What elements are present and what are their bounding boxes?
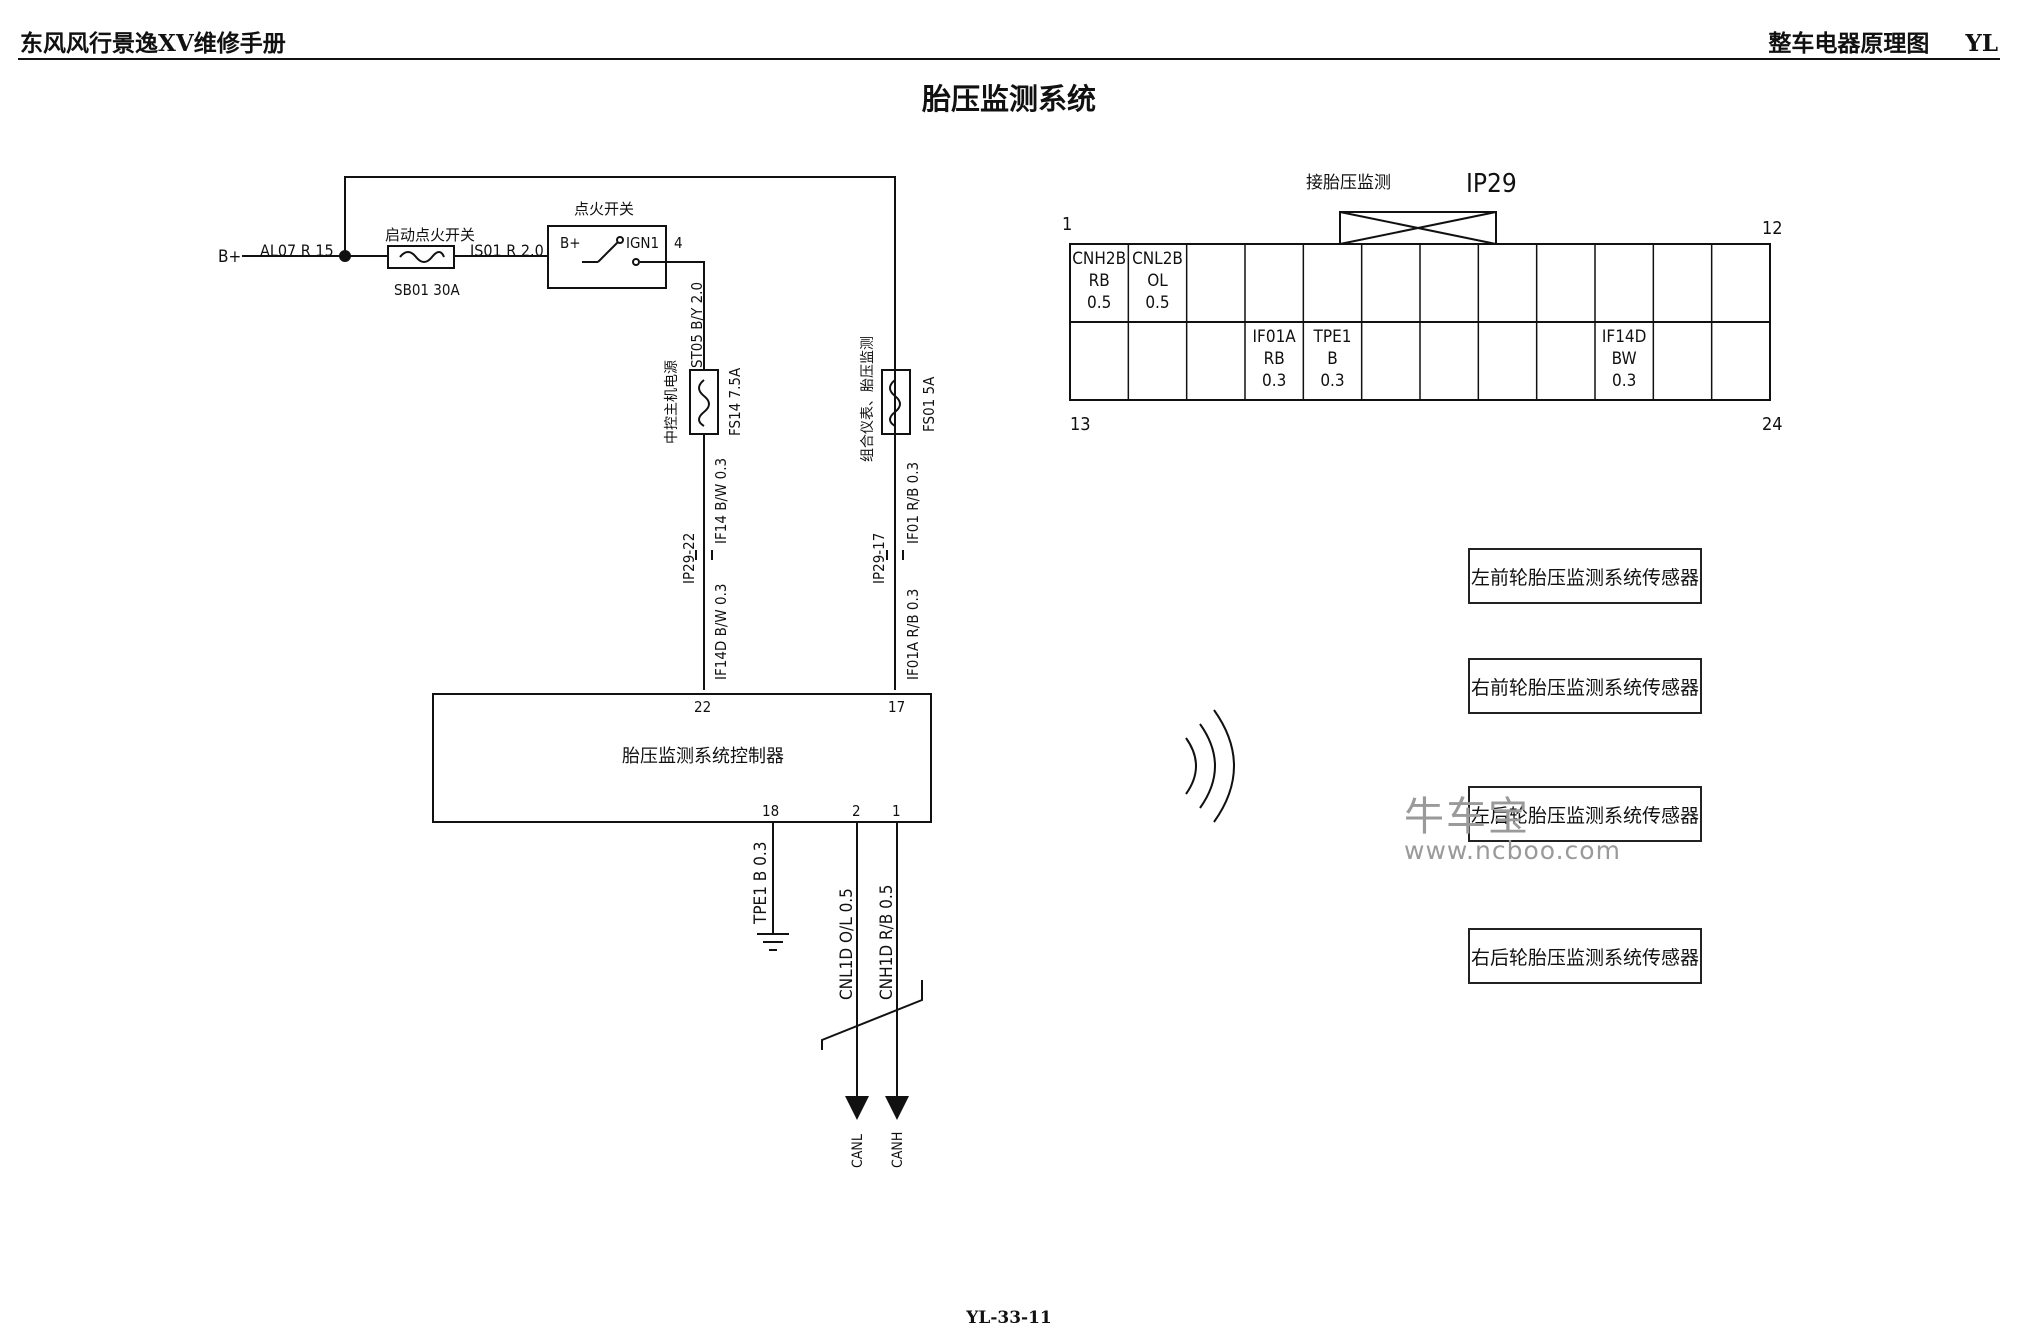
sensor-left-front: 左前轮胎压监测系统传感器 (1468, 548, 1702, 604)
left-fuse-id: FS14 7.5A (726, 367, 744, 436)
watermark-logo: 牛车宝 (1404, 794, 1530, 840)
sensor-left-rear: 左后轮胎压监测系统传感器 (1468, 786, 1702, 842)
ip29-cell-text: RB (1264, 349, 1285, 369)
controller-box (432, 693, 932, 823)
ip29-cell-text: 0.3 (1262, 371, 1286, 391)
left-wire-upper-label: IF14 B/W 0.3 (712, 458, 730, 544)
fuse-fs14-symbol (689, 369, 719, 435)
ip29-cell-text: B (1327, 349, 1338, 369)
switch-pin-label: 4 (674, 234, 683, 252)
switch-ign-label: IGN1 (626, 234, 659, 252)
right-wire-lower-label: IF01A R/B 0.3 (904, 589, 922, 680)
switch-label: 点火开关 (574, 200, 634, 218)
ignition-switch-symbol (547, 225, 667, 289)
ip29-cell-text: 0.3 (1612, 371, 1636, 391)
main-fuse-symbol (387, 245, 455, 269)
controller-pin-18: 18 (762, 802, 779, 820)
fuse-fs01-symbol (881, 369, 911, 435)
twisted-pair-mark (821, 980, 923, 1050)
ip29-cell-text: RB (1089, 271, 1110, 291)
page-title: 胎压监测系统 (921, 82, 1096, 116)
section-title: 整车电器原理图 (1768, 30, 1930, 57)
ip29-cell-text: BW (1612, 349, 1637, 369)
ip29-pin-24: 24 (1762, 414, 1783, 435)
switch-out-wire (666, 261, 705, 370)
main-fuse-id: SB01 30A (394, 281, 460, 299)
battery-label: B+ (218, 247, 241, 267)
main-fuse-desc: 启动点火开关 (385, 226, 475, 244)
right-fuse-desc: 组合仪表、胎压监测 (860, 336, 876, 462)
left-connector-label: IP29-22 (680, 533, 698, 584)
controller-label: 胎压监测系统控制器 (622, 746, 784, 767)
canl-label: CANL (850, 1134, 866, 1168)
controller-pin-2: 2 (852, 802, 861, 820)
left-fuse-desc: 中控主机电源 (664, 360, 680, 444)
ip29-cell-text: OL (1147, 271, 1168, 291)
can-high-wire-label: CNH1D R/B 0.5 (877, 885, 897, 1000)
junction-dot (339, 250, 351, 262)
right-connector-label: IP29-17 (870, 533, 888, 584)
sensor-right-front: 右前轮胎压监测系统传感器 (1468, 658, 1702, 714)
canl-arrow-icon (845, 1096, 869, 1120)
ip29-cell-text: 0.5 (1145, 293, 1169, 313)
page-number: YL-33-11 (966, 1308, 1052, 1328)
ip29-pin-12: 12 (1762, 218, 1783, 239)
ip29-cell-text: 0.3 (1320, 371, 1344, 391)
wireless-signal-icon (1185, 709, 1235, 823)
ip29-cell-text: IF01A (1253, 327, 1297, 347)
feed-loop-wire (344, 176, 896, 690)
can-low-wire-label: CNL1D O/L 0.5 (837, 888, 857, 1000)
ip29-cell-text: CNL2B (1132, 249, 1183, 269)
right-wire-upper-label: IF01 R/B 0.3 (904, 462, 922, 544)
ip29-cell-text: 0.5 (1087, 293, 1111, 313)
ip29-cell-text: TPE1 (1313, 327, 1352, 347)
header-rule (18, 58, 2000, 60)
ip29-pin-1: 1 (1062, 214, 1072, 235)
ip29-caption: 接胎压监测 (1306, 173, 1391, 193)
controller-pin-17: 17 (888, 698, 905, 716)
section-header: 整车电器原理图 YL (1768, 24, 1998, 58)
left-wire-top-label: ST05 B/Y 2.0 (688, 282, 706, 368)
canh-label: CANH (890, 1132, 906, 1168)
switch-bplus-label: B+ (560, 234, 581, 252)
ground-wire-label: TPE1 B 0.3 (751, 842, 771, 925)
ip29-cell-grid (1127, 244, 1713, 400)
wire-mid-label: IS01 R 2.0 (470, 241, 544, 260)
manual-title: 东风风行景逸XV维修手册 (20, 30, 286, 57)
ip29-cell-text: IF14D (1602, 327, 1647, 347)
canh-arrow-icon (885, 1096, 909, 1120)
left-wire-lower-label: IF14D B/W 0.3 (712, 584, 730, 680)
right-fuse-id: FS01 5A (920, 376, 938, 432)
ip29-pin-13: 13 (1070, 414, 1091, 435)
wire-in-label: AL07 R 15 (260, 241, 334, 260)
ip29-cell-labels: CNH2BRB0.5CNL2BOL0.5IF01ARB0.3TPE1B0.3IF… (1072, 249, 1646, 391)
section-code: YL (1965, 30, 1998, 57)
ip29-cell-text: CNH2B (1072, 249, 1126, 269)
watermark-url: www.ncboo.com (1404, 836, 1621, 865)
sensor-right-rear: 右后轮胎压监测系统传感器 (1468, 928, 1702, 984)
controller-pin-1: 1 (892, 802, 901, 820)
controller-pin-22: 22 (694, 698, 711, 716)
ip29-name: IP29 (1466, 169, 1517, 199)
